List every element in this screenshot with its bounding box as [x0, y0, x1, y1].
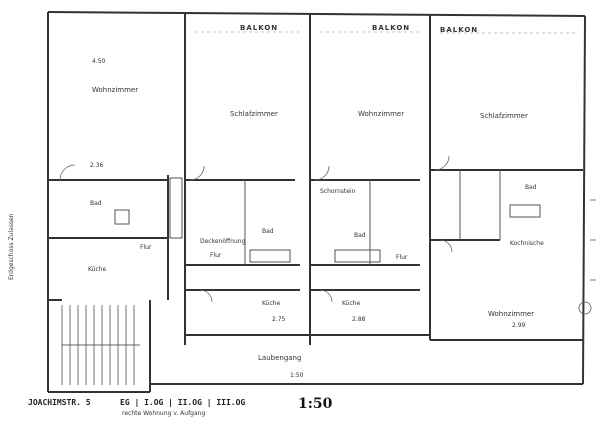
note-schornstein: Schornstein — [320, 188, 356, 195]
room-label-wohnzimmer-left: Wohnzimmer — [92, 86, 139, 94]
dimension-5: 2.99 — [512, 322, 526, 329]
footer-floors: EG | I.OG | II.OG | III.OG — [120, 398, 246, 407]
room-label-schlafzimmer-2: Schlafzimmer — [480, 112, 528, 120]
note-left-side: Erdgeschoss Zulassen — [8, 213, 15, 280]
room-label-bad-left: Bad — [90, 200, 102, 207]
note-deckenoffnung: Deckenöffnung — [200, 238, 246, 245]
room-label-wohnzimmer-right: Wohnzimmer — [488, 310, 535, 318]
balcony-label-3: BALKON — [440, 26, 479, 34]
footer-address: JOACHIMSTR. 5 — [28, 398, 91, 407]
room-label-kueche-left: Küche — [88, 266, 107, 273]
dimension-1: 4.50 — [92, 58, 106, 65]
dimension-2: 2.36 — [90, 162, 104, 169]
room-label-kueche-1: Küche — [262, 300, 281, 307]
room-label-bad-2: Bad — [354, 232, 366, 239]
dimension-4: 2.88 — [352, 316, 366, 323]
room-label-flur-1: Flur — [210, 252, 222, 259]
balcony-label-2: BALKON — [372, 24, 411, 32]
balcony-label-1: BALKON — [240, 24, 279, 32]
room-label-flur-left: Flur — [140, 244, 152, 251]
dimension-3: 2.75 — [272, 316, 286, 323]
footer-subtitle: rechte Wohnung v. Aufgang — [122, 410, 206, 417]
drawing-scale: 1:50 — [298, 396, 333, 412]
room-label-flur-2: Flur — [396, 254, 408, 261]
room-label-laubengang: Laubengang — [258, 354, 302, 362]
room-label-bad-right: Bad — [525, 184, 537, 191]
room-label-kochnische: Kochnische — [510, 240, 544, 247]
room-label-bad-1: Bad — [262, 228, 274, 235]
room-label-wohnzimmer-2: Wohnzimmer — [358, 110, 405, 118]
dimension-6: 1:50 — [290, 372, 304, 379]
room-label-schlafzimmer-1: Schlafzimmer — [230, 110, 278, 118]
room-label-kueche-2: Küche — [342, 300, 361, 307]
